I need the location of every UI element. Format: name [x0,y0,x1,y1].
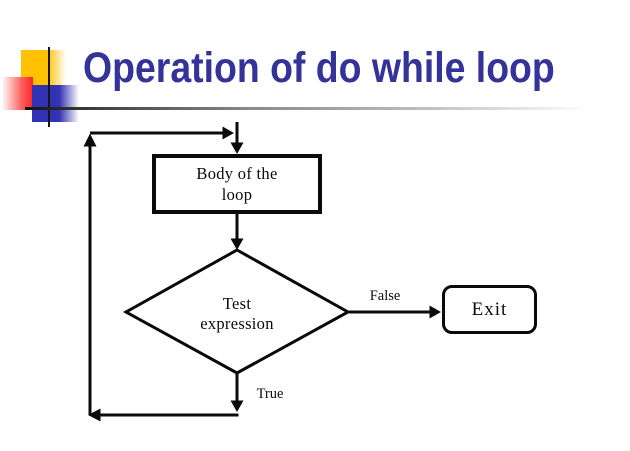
test-expression-label-line1: Test [222,294,252,313]
false-branch-label: False [369,288,401,304]
exit-box-label: Exit [471,298,508,320]
loop-top-arrowhead [222,126,234,140]
entry-arrowhead [230,142,244,154]
decoration-red-square [0,77,33,110]
title-underline [25,107,591,110]
body-of-loop-box: Body of the loop [152,154,322,214]
body-to-test-arrowhead [230,238,244,250]
false-branch-arrowhead [429,305,441,319]
test-diamond-shape [122,248,352,375]
exit-box: Exit [442,285,537,334]
true-branch-arrowhead [230,400,244,412]
test-expression-label: Test expression [157,294,317,334]
decoration-vertical-line [48,47,50,127]
decoration-blue-square [32,85,79,122]
true-branch-label: True [256,386,284,402]
loop-bottom-arrowhead [88,408,101,422]
loop-left-arrowhead [83,133,97,147]
body-of-loop-label-line1: Body of the [196,164,278,183]
slide-title: Operation of do while loop [83,44,555,92]
test-expression-label-line2: expression [200,314,274,333]
body-of-loop-label-line2: loop [221,185,253,204]
